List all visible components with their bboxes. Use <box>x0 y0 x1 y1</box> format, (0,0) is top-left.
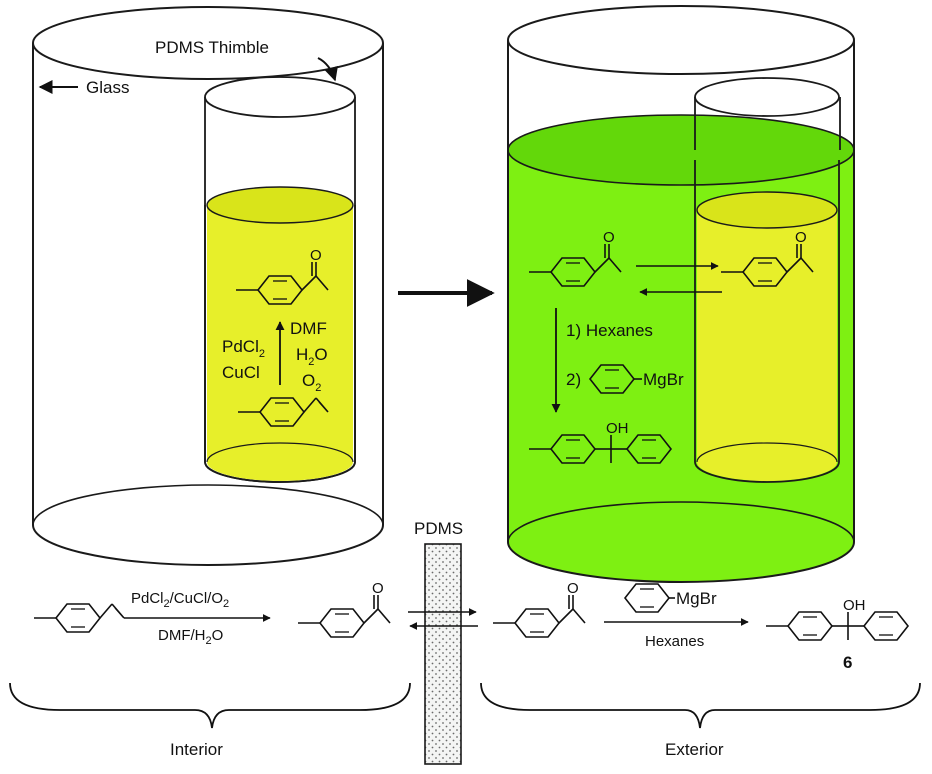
acetophenone-scheme-right: O <box>493 580 585 637</box>
right-vessel: O O 1) Hexanes 2) MgBr OH <box>507 5 855 583</box>
grignard-label: MgBr <box>676 589 717 608</box>
interior-label: Interior <box>170 740 223 759</box>
solvent-line-1: DMF <box>290 319 327 338</box>
mgbr-label: MgBr <box>643 370 684 389</box>
compound-number-label: 6 <box>843 653 852 672</box>
right-glass-rim <box>507 5 855 75</box>
right-thimble-upper <box>694 97 841 150</box>
left-glass-bottom-back <box>32 484 384 526</box>
reaction-scheme: PDMS PdCl2/CuCl/O2 DMF/H2O O O MgBr Hexa… <box>9 519 921 765</box>
right-thimble-rim <box>694 77 840 117</box>
pdms-membrane <box>424 543 462 765</box>
interior-brace <box>9 682 411 729</box>
pdms-membrane-label: PDMS <box>414 519 463 538</box>
right-thimble-surface <box>696 191 838 229</box>
methylstyrene-scheme <box>34 604 124 632</box>
ketone-oxygen-label: O <box>372 580 384 597</box>
right-thimble-bottom-back <box>696 442 838 463</box>
hydroxyl-label: OH <box>606 420 629 437</box>
left-solution-surface <box>206 186 354 224</box>
exterior-label: Exterior <box>665 740 724 759</box>
solvent-line-3: O2 <box>302 371 321 394</box>
thimble-pointer-arrow <box>317 57 338 82</box>
catalyst-line-1: PdCl2 <box>222 337 265 360</box>
left-glass-rim <box>32 6 384 80</box>
acetophenone-outer: O <box>529 229 621 286</box>
tertiary-alcohol-outer: OH <box>529 420 671 463</box>
phenyl-grignard-scheme: MgBr <box>624 583 717 613</box>
ketone-oxygen-label: O <box>567 580 579 597</box>
glass-label: Glass <box>86 78 129 97</box>
hydroxyl-label: OH <box>843 597 866 614</box>
phenyl-grignard-inner: MgBr <box>589 364 684 394</box>
left-thimble-rim <box>204 76 356 118</box>
step-2-prefix: 2) <box>566 370 581 389</box>
ketone-oxygen-label: O <box>603 229 615 246</box>
right-thimble-outline <box>694 160 840 483</box>
right-glass-bottom-back <box>507 501 855 543</box>
pdms-thimble-label: PDMS Thimble <box>155 38 269 57</box>
hexanes-label: Hexanes <box>645 633 704 650</box>
catalyst-line-2: CuCl <box>222 363 260 382</box>
left-glass-body <box>32 43 384 566</box>
left-thimble-outline <box>204 205 356 483</box>
solvent-line-2: H2O <box>296 345 328 368</box>
right-outer-surface <box>507 114 855 186</box>
acetophenone-inner: O <box>236 247 328 304</box>
tertiary-alcohol-scheme: OH <box>766 597 908 640</box>
step-1-label: 1) Hexanes <box>566 321 653 340</box>
acetophenone-scheme-left: O <box>298 580 390 637</box>
ketone-oxygen-label: O <box>795 229 807 246</box>
oxidation-reagents: PdCl2/CuCl/O2 <box>131 590 229 610</box>
right-glass-body <box>507 40 855 583</box>
right-thimble-solution <box>697 210 837 481</box>
acetophenone-thimble: O <box>721 229 813 286</box>
oxidation-solvent: DMF/H2O <box>158 627 223 647</box>
left-vessel: Glass PDMS Thimble O PdCl2 CuCl DMF H2O … <box>32 6 384 566</box>
ketone-oxygen-label: O <box>310 247 322 264</box>
exterior-brace <box>480 682 921 729</box>
left-thimble-bottom-back <box>206 442 354 463</box>
